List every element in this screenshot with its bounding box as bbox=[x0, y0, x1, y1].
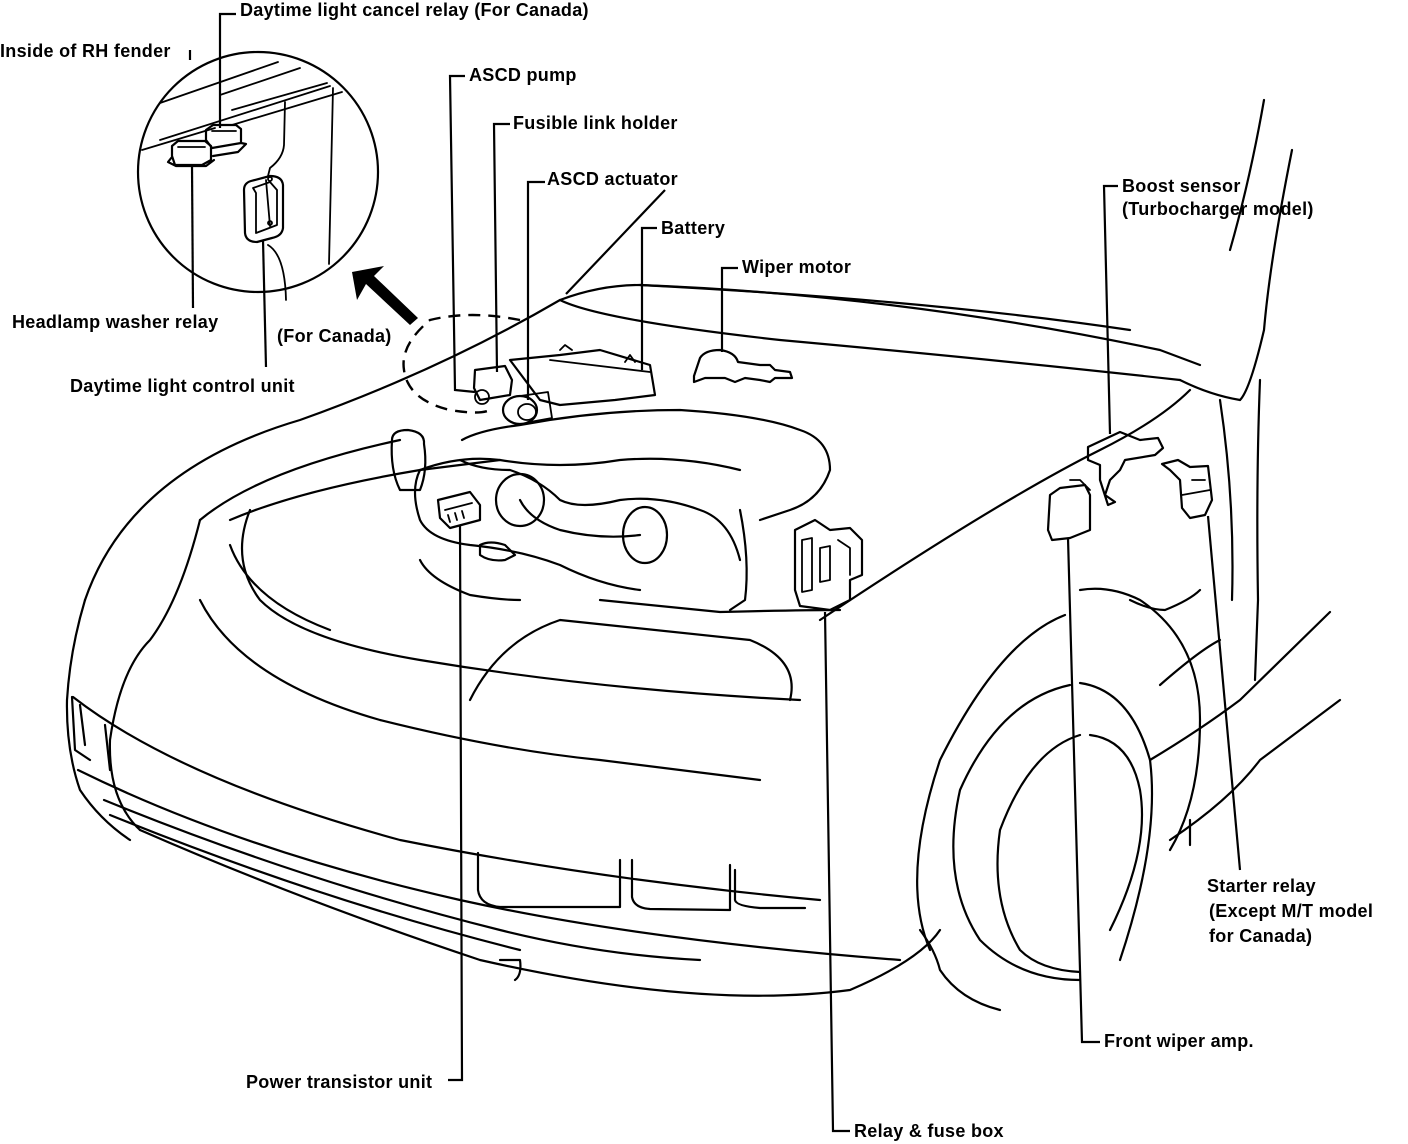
label-front-wiper-amp: Front wiper amp. bbox=[1104, 1031, 1254, 1051]
daytime-light-control-unit-shape bbox=[242, 174, 285, 244]
battery-shape bbox=[508, 344, 657, 407]
label-starter-relay: Starter relay bbox=[1207, 876, 1316, 896]
power-transistor-unit-shape bbox=[436, 490, 482, 530]
asc-actuator-shape bbox=[501, 391, 553, 426]
asc-pump-shape bbox=[472, 364, 514, 405]
front-wiper-amp-shape bbox=[1046, 479, 1092, 542]
label-power-transistor-unit: Power transistor unit bbox=[246, 1072, 432, 1092]
label-daytime-light-cancel-relay: Daytime light cancel relay (For Canada) bbox=[240, 0, 589, 20]
label-daytime-light-control-unit: Daytime light control unit bbox=[70, 376, 295, 396]
relay-fuse-box-shape bbox=[793, 518, 864, 612]
arrow-icon bbox=[352, 266, 418, 325]
boost-sensor-shape bbox=[1086, 430, 1165, 507]
daytime-light-cancel-relay-shape bbox=[204, 123, 248, 158]
label-relay-fuse-box: Relay & fuse box bbox=[854, 1121, 1004, 1141]
headlamp-washer-relay-shape bbox=[166, 139, 216, 168]
engine bbox=[390, 313, 832, 612]
leader-lines bbox=[188, 12, 1242, 1133]
label-boost-sensor: Boost sensor bbox=[1122, 176, 1241, 196]
labels: Daytime light cancel relay (For Canada) … bbox=[0, 0, 1373, 1141]
label-starter-relay-note-2: for Canada) bbox=[1209, 926, 1312, 946]
label-battery: Battery bbox=[661, 218, 725, 238]
label-headlamp-washer-relay: Headlamp washer relay bbox=[12, 312, 218, 332]
inset-circle bbox=[136, 50, 380, 294]
front-wheel bbox=[916, 587, 1202, 1012]
fender-inset-detail bbox=[136, 50, 380, 301]
label-fusible-link-holder: Fusible link holder bbox=[513, 113, 678, 133]
detail-dashed-circle bbox=[402, 313, 521, 414]
label-inside-rh-fender: Inside of RH fender bbox=[0, 41, 171, 61]
label-starter-relay-note-1: (Except M/T model bbox=[1209, 901, 1373, 921]
label-ascd-pump: ASCD pump bbox=[469, 65, 577, 85]
starter-relay-shape bbox=[1160, 458, 1214, 520]
car-body bbox=[65, 98, 1342, 1012]
label-for-canada: (For Canada) bbox=[277, 326, 392, 346]
wiper-motor-shape bbox=[692, 348, 794, 384]
label-boost-sensor-note: (Turbocharger model) bbox=[1122, 199, 1314, 219]
label-ascd-actuator: ASCD actuator bbox=[547, 169, 678, 189]
label-wiper-motor: Wiper motor bbox=[742, 257, 851, 277]
